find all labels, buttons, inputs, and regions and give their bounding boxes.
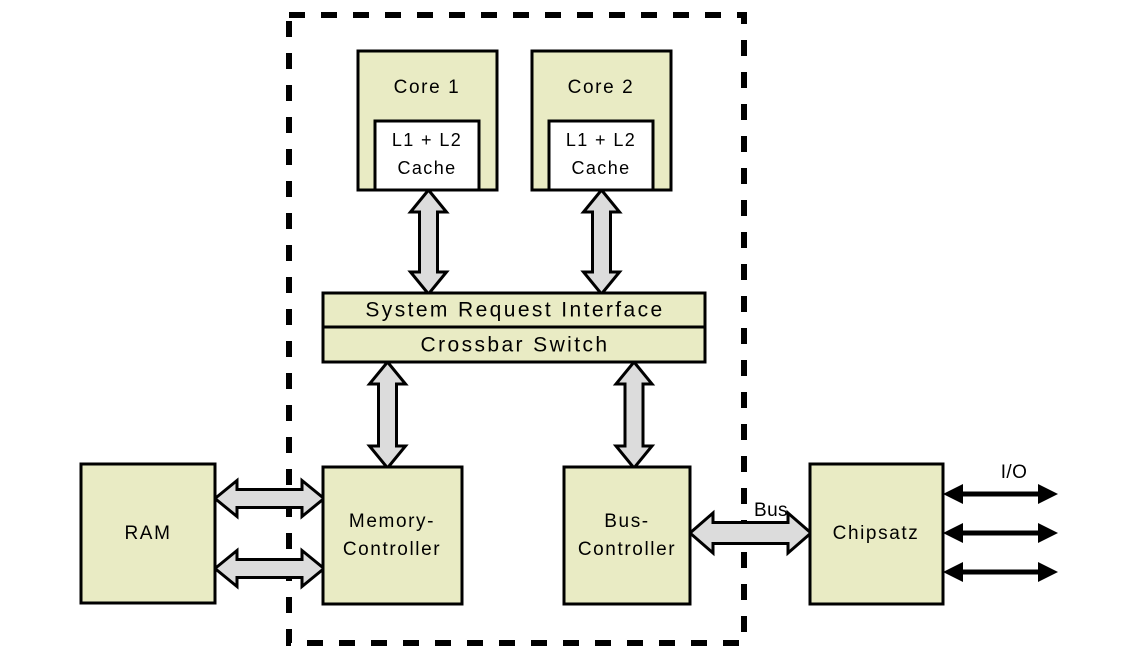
chipsatz-block[interactable]: Chipsatz — [808, 462, 945, 606]
core-2-cache-label-line2: Cache — [571, 158, 630, 178]
io-arrow-group — [943, 484, 1058, 582]
core-1-cache-box[interactable] — [373, 119, 481, 192]
memory-controller-block[interactable]: Memory- Controller — [321, 465, 464, 606]
chipsatz-label: Chipsatz — [833, 523, 920, 544]
system-request-interface-label: System Request Interface — [365, 299, 664, 322]
core-2-cache-label-line1: L1 + L2 — [566, 130, 636, 150]
arrow-bus-controller-to-chipsatz — [687, 509, 814, 557]
bus-controller-label-line2: Controller — [578, 539, 676, 560]
processor-die-boundary — [286, 12, 747, 646]
peripheral-block-group: RAM Memory- Controller Bus- Controller C… — [79, 462, 945, 606]
arrow-core2-to-sri — [580, 187, 623, 297]
crossbar-switch-bar[interactable] — [321, 325, 707, 364]
core-2-label: Core 2 — [568, 77, 635, 98]
arrow-crossbar-to-bus-controller — [612, 359, 656, 471]
core-1-cache-label-line1: L1 + L2 — [392, 130, 462, 150]
system-request-interface-bar[interactable] — [321, 291, 707, 329]
core-2-cache-box[interactable] — [547, 119, 655, 192]
io-label: I/O — [1001, 462, 1028, 483]
ram-label: RAM — [124, 523, 171, 544]
core-group: Core 1 L1 + L2 Cache Core 2 L1 + L2 Cach… — [356, 49, 673, 192]
ram-block[interactable]: RAM — [79, 462, 217, 605]
crossbar-switch-label: Crossbar Switch — [421, 334, 610, 357]
io-arrow-3 — [943, 562, 1058, 582]
core-2[interactable]: Core 2 L1 + L2 Cache — [530, 49, 673, 192]
bus-controller-block[interactable]: Bus- Controller — [562, 465, 692, 606]
system-request-interface[interactable]: System Request Interface — [321, 291, 707, 329]
arrow-ram-to-memory-controller-lower — [212, 547, 327, 590]
io-arrow-2 — [943, 523, 1058, 543]
chipsatz-box[interactable] — [808, 462, 945, 606]
arrow-core1-to-sri — [407, 187, 450, 297]
core-1[interactable]: Core 1 L1 + L2 Cache — [356, 49, 499, 192]
arrow-crossbar-to-memory-controller — [366, 359, 409, 471]
crossbar-switch[interactable]: Crossbar Switch — [321, 325, 707, 364]
bus-controller-box[interactable] — [562, 465, 692, 606]
memory-controller-label-line1: Memory- — [349, 511, 435, 532]
bus-controller-label-line1: Bus- — [604, 511, 649, 532]
io-arrow-1 — [943, 484, 1058, 504]
memory-controller-label-line2: Controller — [343, 539, 441, 560]
arrow-ram-to-memory-controller-upper — [212, 477, 327, 520]
core-1-cache-label-line2: Cache — [397, 158, 456, 178]
bus-label: Bus — [754, 500, 788, 521]
core-1-label: Core 1 — [394, 77, 461, 98]
memory-controller-box[interactable] — [321, 465, 464, 606]
interconnect-group: System Request Interface Crossbar Switch — [321, 291, 707, 364]
block-arrow-group — [212, 187, 814, 590]
ram-box[interactable] — [79, 462, 217, 605]
